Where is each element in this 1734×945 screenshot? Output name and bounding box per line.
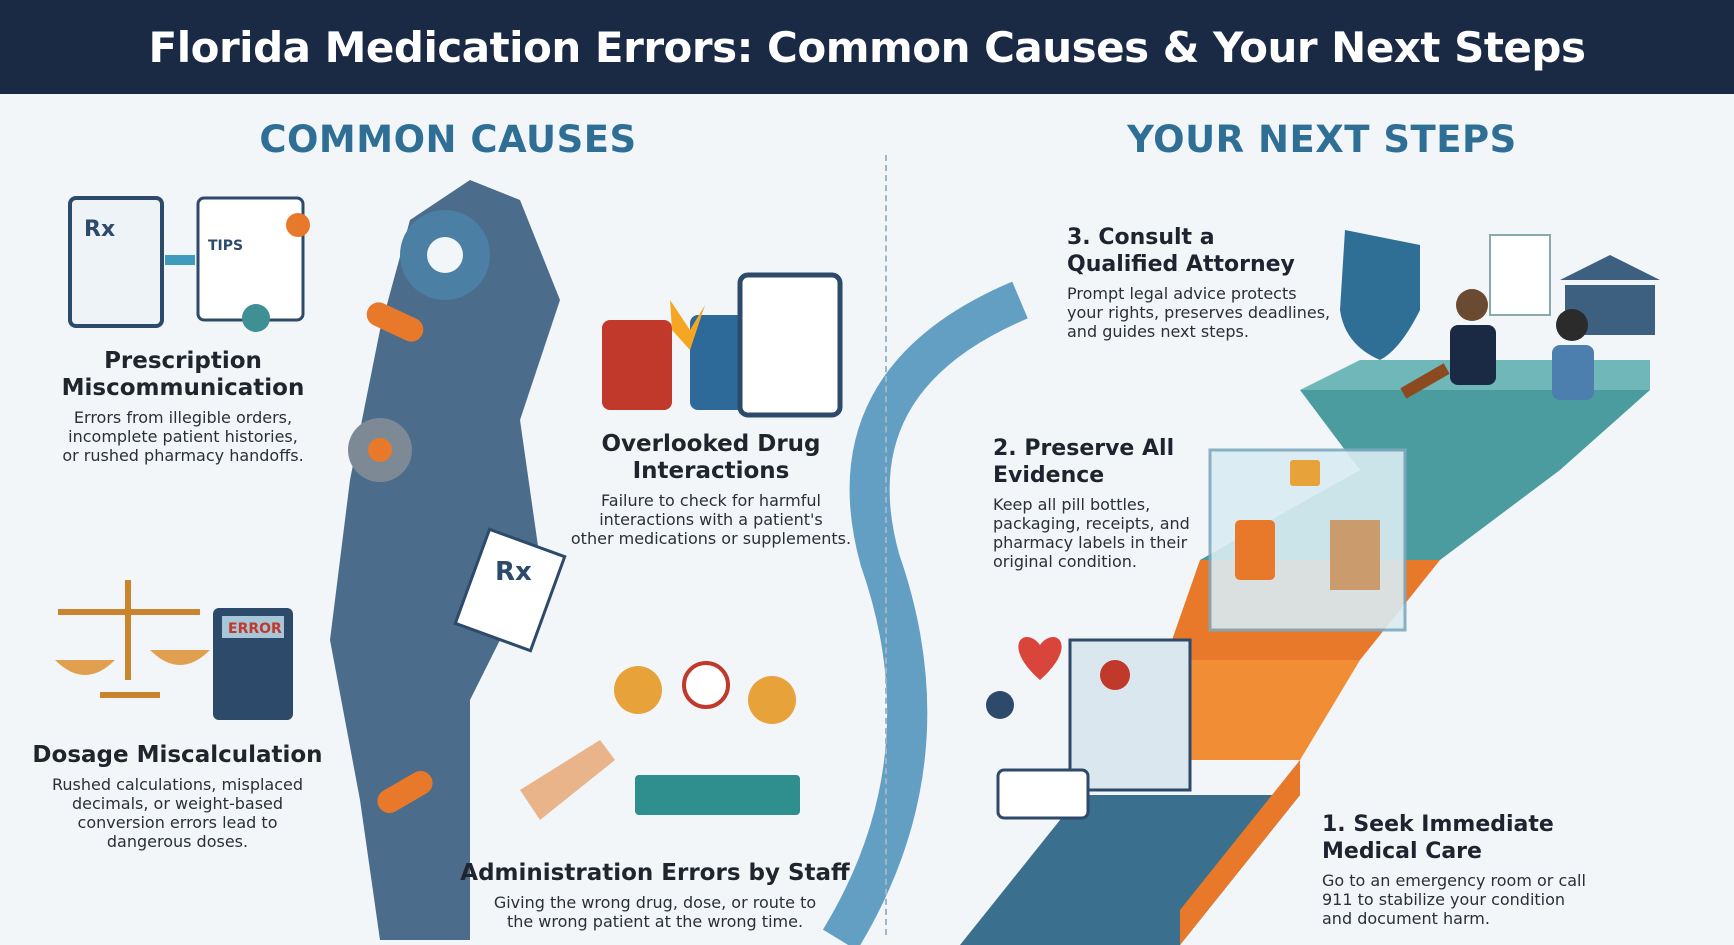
question-icon (286, 213, 310, 237)
pill-bottle-icon (602, 320, 672, 410)
cause-title: Administration Errors by Staff (460, 860, 850, 886)
section-divider (885, 155, 887, 935)
pill-bottle-icon (1235, 520, 1275, 580)
journey-arrow (822, 281, 1028, 945)
lock-icon (1290, 460, 1320, 486)
step-description: and document harm. (1322, 909, 1490, 928)
document-icon (453, 527, 567, 653)
cause-description: dangerous doses. (106, 832, 249, 851)
alarm-clock-icon (682, 661, 730, 709)
red-cross-icon (1100, 660, 1130, 690)
cause-description: decimals, or weight-based (71, 794, 284, 813)
patient-icon (986, 691, 1014, 719)
step-description: and guides next steps. (1067, 322, 1249, 341)
shattered-ribbon (330, 180, 560, 940)
pill-bottle-icon (690, 315, 752, 410)
cause-description: other medications or supplements. (570, 529, 852, 548)
step-description: pharmacy labels in their (993, 533, 1188, 552)
clipboard-icon (68, 196, 164, 328)
step-description: Go to an emergency room or call (1322, 871, 1586, 890)
hand-cup-icon (520, 740, 615, 820)
svg-text:Rx: Rx (84, 217, 115, 242)
gavel-icon (1400, 363, 1450, 399)
tablet-icon (737, 272, 843, 418)
cause-description: Rushed calculations, misplaced (51, 775, 304, 794)
cause-title: Overlooked Drug (601, 431, 821, 457)
cause-description: incomplete patient histories, (68, 427, 298, 446)
hospital-bed-icon (635, 775, 800, 815)
courthouse-icon (1560, 255, 1660, 335)
step-title: Qualified Attorney (1067, 252, 1295, 277)
step-description: Keep all pill bottles, (993, 495, 1151, 514)
cause-description: Giving the wrong drug, dose, or route to (493, 893, 817, 912)
cause-title: Interactions (632, 458, 790, 484)
pill-icon (377, 771, 433, 813)
cause-title: Prescription (104, 348, 262, 374)
cause-description: Failure to check for harmful (601, 491, 821, 510)
common-causes-heading: COMMON CAUSES (259, 118, 637, 161)
cause-title: Dosage Miscalculation (32, 742, 323, 768)
document-icon (1489, 234, 1551, 316)
clash-burst-icon (670, 300, 705, 350)
step-description: Prompt legal advice protects (1067, 284, 1297, 303)
client-icon (1556, 309, 1588, 341)
step-title: Evidence (993, 463, 1105, 488)
step-title: 1. Seek Immediate (1322, 812, 1554, 837)
step-description: your rights, preserves deadlines, (1067, 303, 1331, 322)
nurse-icon (614, 666, 662, 714)
heart-icon (1018, 637, 1062, 680)
step-description: 911 to stabilize your condition (1322, 890, 1566, 909)
stair-step-orange-1 (1180, 760, 1300, 945)
justice-shield-icon (1340, 230, 1420, 360)
step-description: packaging, receipts, and (993, 514, 1190, 533)
cause-description: the wrong patient at the wrong time. (506, 912, 804, 931)
cause-description: interactions with a patient's (599, 510, 823, 529)
title-banner: Florida Medication Errors: Common Causes… (0, 0, 1734, 94)
scale-icon (58, 580, 200, 698)
next-steps-heading: YOUR NEXT STEPS (1127, 118, 1517, 161)
chat-screen-icon (196, 196, 305, 322)
step-title: Medical Care (1322, 839, 1482, 864)
page-title: Florida Medication Errors: Common Causes… (148, 22, 1586, 72)
cause-description: or rushed pharmacy handoffs. (62, 446, 304, 465)
close-icon (242, 304, 270, 332)
pill-icon (366, 302, 424, 342)
cause-administration-errors: Administration Errors by Staff Giving th… (460, 860, 850, 931)
step-description: original condition. (993, 552, 1137, 571)
hospital-icon (1068, 638, 1192, 792)
step-title: 3. Consult a (1067, 225, 1215, 250)
cause-dosage-miscalculation: Dosage Miscalculation Rushed calculation… (20, 742, 335, 851)
attorney-icon (1456, 289, 1488, 321)
cause-title: Miscommunication (61, 375, 305, 401)
error-display: ERROR (228, 621, 282, 637)
rx-symbol: Rx (495, 557, 532, 587)
cause-description: conversion errors lead to (77, 813, 278, 832)
stair-step-1 (960, 795, 1300, 945)
tips-text: TIPS (208, 238, 243, 254)
cause-description: Errors from illegible orders, (73, 408, 293, 427)
pill-warning-icon (748, 676, 796, 724)
ambulance-icon (996, 768, 1090, 820)
paper-bag-icon (1330, 520, 1380, 590)
step-title: 2. Preserve All (993, 436, 1175, 461)
